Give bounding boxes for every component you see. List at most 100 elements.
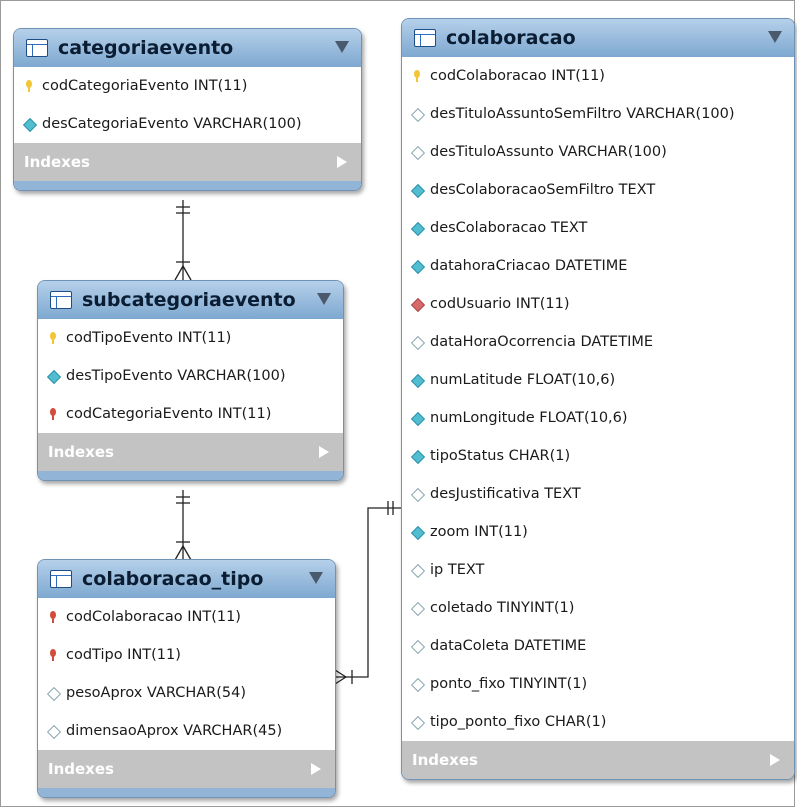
column-label: codTipoEvento INT(11) xyxy=(66,330,232,346)
column-label: codTipo INT(11) xyxy=(66,647,181,663)
indexes-label: Indexes xyxy=(48,443,114,461)
column-label: desCategoriaEvento VARCHAR(100) xyxy=(42,116,302,132)
column-row[interactable]: desJustificativa TEXT xyxy=(402,475,794,513)
nullable-diamond-icon xyxy=(410,487,424,501)
column-label: zoom INT(11) xyxy=(430,524,528,540)
column-diamond-icon xyxy=(410,259,424,273)
nullable-diamond-icon xyxy=(46,686,60,700)
column-label: codCategoriaEvento INT(11) xyxy=(66,406,272,422)
column-row[interactable]: codCategoriaEvento INT(11) xyxy=(14,67,361,105)
nullable-diamond-icon xyxy=(410,601,424,615)
column-label: tipoStatus CHAR(1) xyxy=(430,448,571,464)
column-diamond-icon xyxy=(410,449,424,463)
indexes-section[interactable]: Indexes xyxy=(14,143,361,181)
column-row[interactable]: desColaboracaoSemFiltro TEXT xyxy=(402,171,794,209)
expand-arrow-icon[interactable] xyxy=(311,763,321,775)
nullable-diamond-icon xyxy=(410,715,424,729)
column-label: desTipoEvento VARCHAR(100) xyxy=(66,368,286,384)
column-label: tipo_ponto_fixo CHAR(1) xyxy=(430,714,607,730)
column-diamond-icon xyxy=(410,411,424,425)
column-row[interactable]: datahoraCriacao DATETIME xyxy=(402,247,794,285)
collapse-arrow-icon[interactable] xyxy=(768,31,782,43)
column-row[interactable]: desColaboracao TEXT xyxy=(402,209,794,247)
nullable-diamond-icon xyxy=(410,639,424,653)
primary-key-icon xyxy=(46,331,60,345)
column-row[interactable]: codColaboracao INT(11) xyxy=(402,57,794,95)
collapse-arrow-icon[interactable] xyxy=(309,572,323,584)
column-row[interactable]: dataColeta DATETIME xyxy=(402,627,794,665)
nullable-diamond-icon xyxy=(410,335,424,349)
column-row[interactable]: desTituloAssuntoSemFiltro VARCHAR(100) xyxy=(402,95,794,133)
column-label: ponto_fixo TINYINT(1) xyxy=(430,676,588,692)
column-row[interactable]: codTipoEvento INT(11) xyxy=(38,319,343,357)
collapse-arrow-icon[interactable] xyxy=(317,293,331,305)
column-label: codCategoriaEvento INT(11) xyxy=(42,78,248,94)
column-row[interactable]: codCategoriaEvento INT(11) xyxy=(38,395,343,433)
expand-arrow-icon[interactable] xyxy=(337,156,347,168)
column-row[interactable]: coletado TINYINT(1) xyxy=(402,589,794,627)
column-row[interactable]: ip TEXT xyxy=(402,551,794,589)
nullable-diamond-icon xyxy=(410,677,424,691)
column-label: desColaboracao TEXT xyxy=(430,220,588,236)
column-label: codColaboracao INT(11) xyxy=(430,68,605,84)
expand-arrow-icon[interactable] xyxy=(319,446,329,458)
collapse-arrow-icon[interactable] xyxy=(335,41,349,53)
table-header[interactable]: subcategoriaevento xyxy=(38,281,343,319)
indexes-section[interactable]: Indexes xyxy=(402,741,794,779)
column-label: pesoAprox VARCHAR(54) xyxy=(66,685,246,701)
column-row[interactable]: desTipoEvento VARCHAR(100) xyxy=(38,357,343,395)
column-label: dataHoraOcorrencia DATETIME xyxy=(430,334,654,350)
column-row[interactable]: dataHoraOcorrencia DATETIME xyxy=(402,323,794,361)
expand-arrow-icon[interactable] xyxy=(770,754,780,766)
table-colaboracao[interactable]: colaboracao codColaboracao INT(11) desTi… xyxy=(401,18,795,780)
table-footer xyxy=(38,471,343,480)
column-row[interactable]: ponto_fixo TINYINT(1) xyxy=(402,665,794,703)
column-row[interactable]: tipoStatus CHAR(1) xyxy=(402,437,794,475)
table-categoriaevento[interactable]: categoriaevento codCategoriaEvento INT(1… xyxy=(13,28,362,191)
column-label: codUsuario INT(11) xyxy=(430,296,570,312)
column-label: numLongitude FLOAT(10,6) xyxy=(430,410,628,426)
table-title: colaboracao xyxy=(446,27,576,49)
column-label: datahoraCriacao DATETIME xyxy=(430,258,628,274)
table-header[interactable]: categoriaevento xyxy=(14,29,361,67)
table-title: subcategoriaevento xyxy=(82,289,296,311)
table-icon xyxy=(50,570,72,588)
table-header[interactable]: colaboracao_tipo xyxy=(38,560,335,598)
column-row[interactable]: numLatitude FLOAT(10,6) xyxy=(402,361,794,399)
column-row[interactable]: zoom INT(11) xyxy=(402,513,794,551)
column-diamond-icon xyxy=(410,373,424,387)
crowfoot-subcategoria-left xyxy=(174,265,184,281)
column-label: dimensaoAprox VARCHAR(45) xyxy=(66,723,283,739)
column-row[interactable]: desTituloAssunto VARCHAR(100) xyxy=(402,133,794,171)
column-diamond-icon xyxy=(410,221,424,235)
table-subcategoriaevento[interactable]: subcategoriaevento codTipoEvento INT(11)… xyxy=(37,280,344,481)
indexes-label: Indexes xyxy=(412,751,478,769)
column-row[interactable]: pesoAprox VARCHAR(54) xyxy=(38,674,335,712)
nullable-diamond-icon xyxy=(46,724,60,738)
table-colaboracao-tipo[interactable]: colaboracao_tipo codColaboracao INT(11) … xyxy=(37,559,336,798)
column-label: desTituloAssuntoSemFiltro VARCHAR(100) xyxy=(430,106,735,122)
foreign-key-icon xyxy=(46,648,60,662)
table-footer xyxy=(14,181,361,190)
column-row[interactable]: codTipo INT(11) xyxy=(38,636,335,674)
column-row[interactable]: tipo_ponto_fixo CHAR(1) xyxy=(402,703,794,741)
column-row[interactable]: numLongitude FLOAT(10,6) xyxy=(402,399,794,437)
foreign-key-icon xyxy=(46,610,60,624)
column-label: dataColeta DATETIME xyxy=(430,638,587,654)
table-header[interactable]: colaboracao xyxy=(402,19,794,57)
table-title: categoriaevento xyxy=(58,37,234,59)
column-diamond-icon xyxy=(46,369,60,383)
crowfoot-colabtipo-bottom xyxy=(334,676,347,685)
column-row[interactable]: codColaboracao INT(11) xyxy=(38,598,335,636)
indexes-section[interactable]: Indexes xyxy=(38,750,335,788)
table-footer xyxy=(38,788,335,797)
indexes-section[interactable]: Indexes xyxy=(38,433,343,471)
column-row[interactable]: dimensaoAprox VARCHAR(45) xyxy=(38,712,335,750)
column-label: desColaboracaoSemFiltro TEXT xyxy=(430,182,656,198)
column-diamond-icon xyxy=(410,525,424,539)
column-row[interactable]: desCategoriaEvento VARCHAR(100) xyxy=(14,105,361,143)
column-label: ip TEXT xyxy=(430,562,485,578)
table-icon xyxy=(26,39,48,57)
column-row[interactable]: codUsuario INT(11) xyxy=(402,285,794,323)
